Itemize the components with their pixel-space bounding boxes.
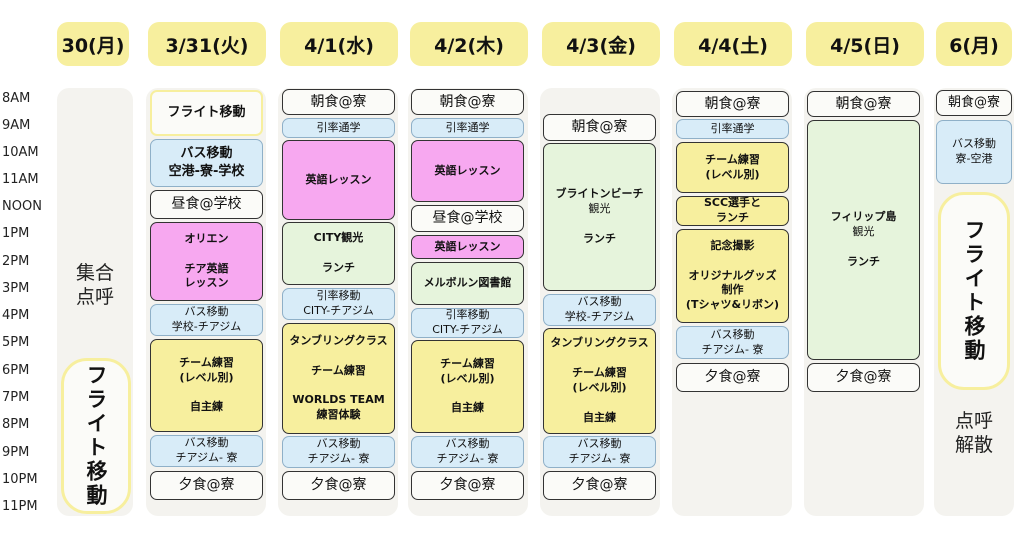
flight-block-c7: フライト移動 (938, 192, 1010, 390)
time-label: 9AM (2, 118, 31, 133)
scc-lunch: SCC選手とランチ (676, 196, 789, 226)
time-label: 9PM (2, 445, 30, 460)
bus-dorm-airport: バス移動寮-空港 (936, 120, 1012, 184)
day-header-4: 4/3(金) (542, 22, 660, 66)
bus-airport-dorm-school: バス移動空港-寮-学校 (150, 139, 263, 187)
bus-school-gym-c4: バス移動学校-チアジム (543, 294, 656, 326)
bus-gym-dorm-c1: バス移動チアジム- 寮 (150, 435, 263, 467)
bus-gym-dorm-c4: バス移動チアジム- 寮 (543, 436, 656, 468)
dinner-c4: 夕食@寮 (543, 471, 656, 500)
time-label: 8AM (2, 91, 31, 106)
breakfast-c6: 朝食@寮 (807, 91, 920, 117)
team-practice-c5: チーム練習(レベル別) (676, 142, 789, 193)
flight-block-c1: フライト移動 (150, 90, 263, 136)
day-header-6: 4/5(日) (806, 22, 924, 66)
tumbling-class-c4: タンブリングクラス チーム練習(レベル別) 自主練 (543, 328, 656, 434)
bus-gym-dorm-c3: バス移動チアジム- 寮 (411, 436, 524, 468)
english-lesson-c3-b: 英語レッスン (411, 235, 524, 259)
day-header-0: 30(月) (57, 22, 129, 66)
time-label: NOON (2, 199, 42, 214)
escort-commute-c5: 引率通学 (676, 119, 789, 139)
dinner-c1: 夕食@寮 (150, 471, 263, 500)
city-tour: CITY観光 ランチ (282, 222, 395, 285)
bus-gym-dorm-c2: バス移動チアジム- 寮 (282, 436, 395, 468)
escort-commute-c3: 引率通学 (411, 118, 524, 138)
commemorative-photo-goods: 記念撮影 オリジナルグッズ制作(Tシャツ&リボン) (676, 229, 789, 323)
time-label: 7PM (2, 390, 30, 405)
dinner-c6: 夕食@寮 (807, 363, 920, 392)
team-practice-c3: チーム練習(レベル別) 自主練 (411, 340, 524, 433)
time-label: 10AM (2, 145, 39, 160)
english-lesson-c3: 英語レッスン (411, 140, 524, 202)
lunch-school: 昼食@学校 (150, 190, 263, 219)
breakfast-c5: 朝食@寮 (676, 91, 789, 117)
bus-school-gym: バス移動学校-チアジム (150, 304, 263, 336)
dinner-c2: 夕食@寮 (282, 471, 395, 500)
time-label: 11PM (2, 499, 38, 514)
day-header-2: 4/1(水) (280, 22, 398, 66)
english-lesson-c2: 英語レッスン (282, 140, 395, 220)
time-label: 8PM (2, 417, 30, 432)
orientation-cheer-english: オリエン チア英語レッスン (150, 222, 263, 301)
melbourne-library: メルボルン図書館 (411, 262, 524, 305)
brighton-beach: ブライトンビーチ観光 ランチ (543, 143, 656, 291)
day-header-1: 3/31(火) (148, 22, 266, 66)
escort-commute-c2: 引率通学 (282, 118, 395, 138)
dinner-c3: 夕食@寮 (411, 471, 524, 500)
time-label: 6PM (2, 363, 30, 378)
day-header-5: 4/4(土) (674, 22, 792, 66)
time-label: 3PM (2, 281, 30, 296)
team-practice-c1: チーム練習(レベル別) 自主練 (150, 339, 263, 432)
time-label: 5PM (2, 335, 30, 350)
time-label: 1PM (2, 226, 30, 241)
day-header-7: 6(月) (936, 22, 1012, 66)
time-label: 2PM (2, 254, 30, 269)
time-label: 10PM (2, 472, 38, 487)
breakfast-c7: 朝食@寮 (936, 90, 1012, 116)
flight-block-c0: フライト移動 (61, 358, 131, 514)
assembly-rollcall: 集合 点呼 (75, 262, 114, 308)
lunch-school-c3: 昼食@学校 (411, 205, 524, 232)
breakfast-c2: 朝食@寮 (282, 89, 395, 115)
bus-gym-dorm-c5: バス移動チアジム- 寮 (676, 326, 789, 359)
time-label: 4PM (2, 308, 30, 323)
day-header-3: 4/2(木) (410, 22, 528, 66)
breakfast-c3: 朝食@寮 (411, 89, 524, 115)
dinner-c5: 夕食@寮 (676, 363, 789, 392)
phillip-island: フィリップ島観光 ランチ (807, 120, 920, 360)
rollcall-dismissal: 点呼 解散 (954, 410, 993, 456)
breakfast-c4: 朝食@寮 (543, 114, 656, 141)
time-label: 11AM (2, 172, 39, 187)
